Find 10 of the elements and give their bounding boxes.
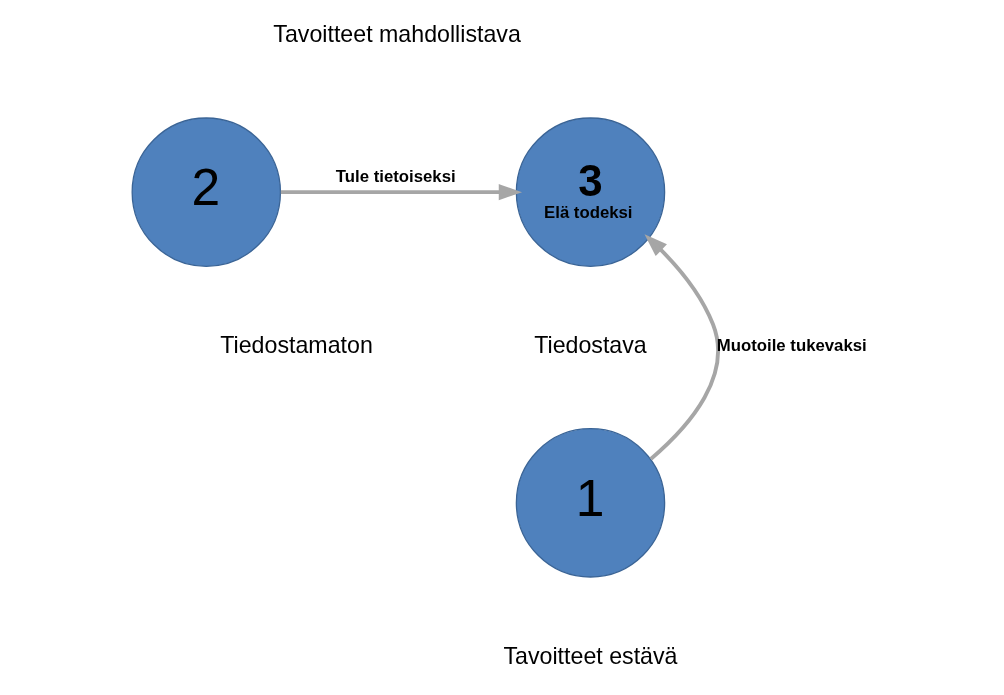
arrow: [280, 184, 522, 201]
node-circle: 1: [515, 428, 665, 578]
label: Tiedostava: [533, 332, 647, 359]
edge-label: Muotoile tukevaksi: [716, 335, 867, 355]
edge-label: Tule tietoiseksi: [335, 167, 456, 187]
arrow: [644, 234, 720, 461]
label: Tavoitteet mahdollistava: [272, 21, 521, 48]
node-circle: 2: [131, 117, 281, 267]
label: Tavoitteet estävä: [502, 642, 677, 669]
label: Tiedostamaton: [219, 332, 373, 359]
